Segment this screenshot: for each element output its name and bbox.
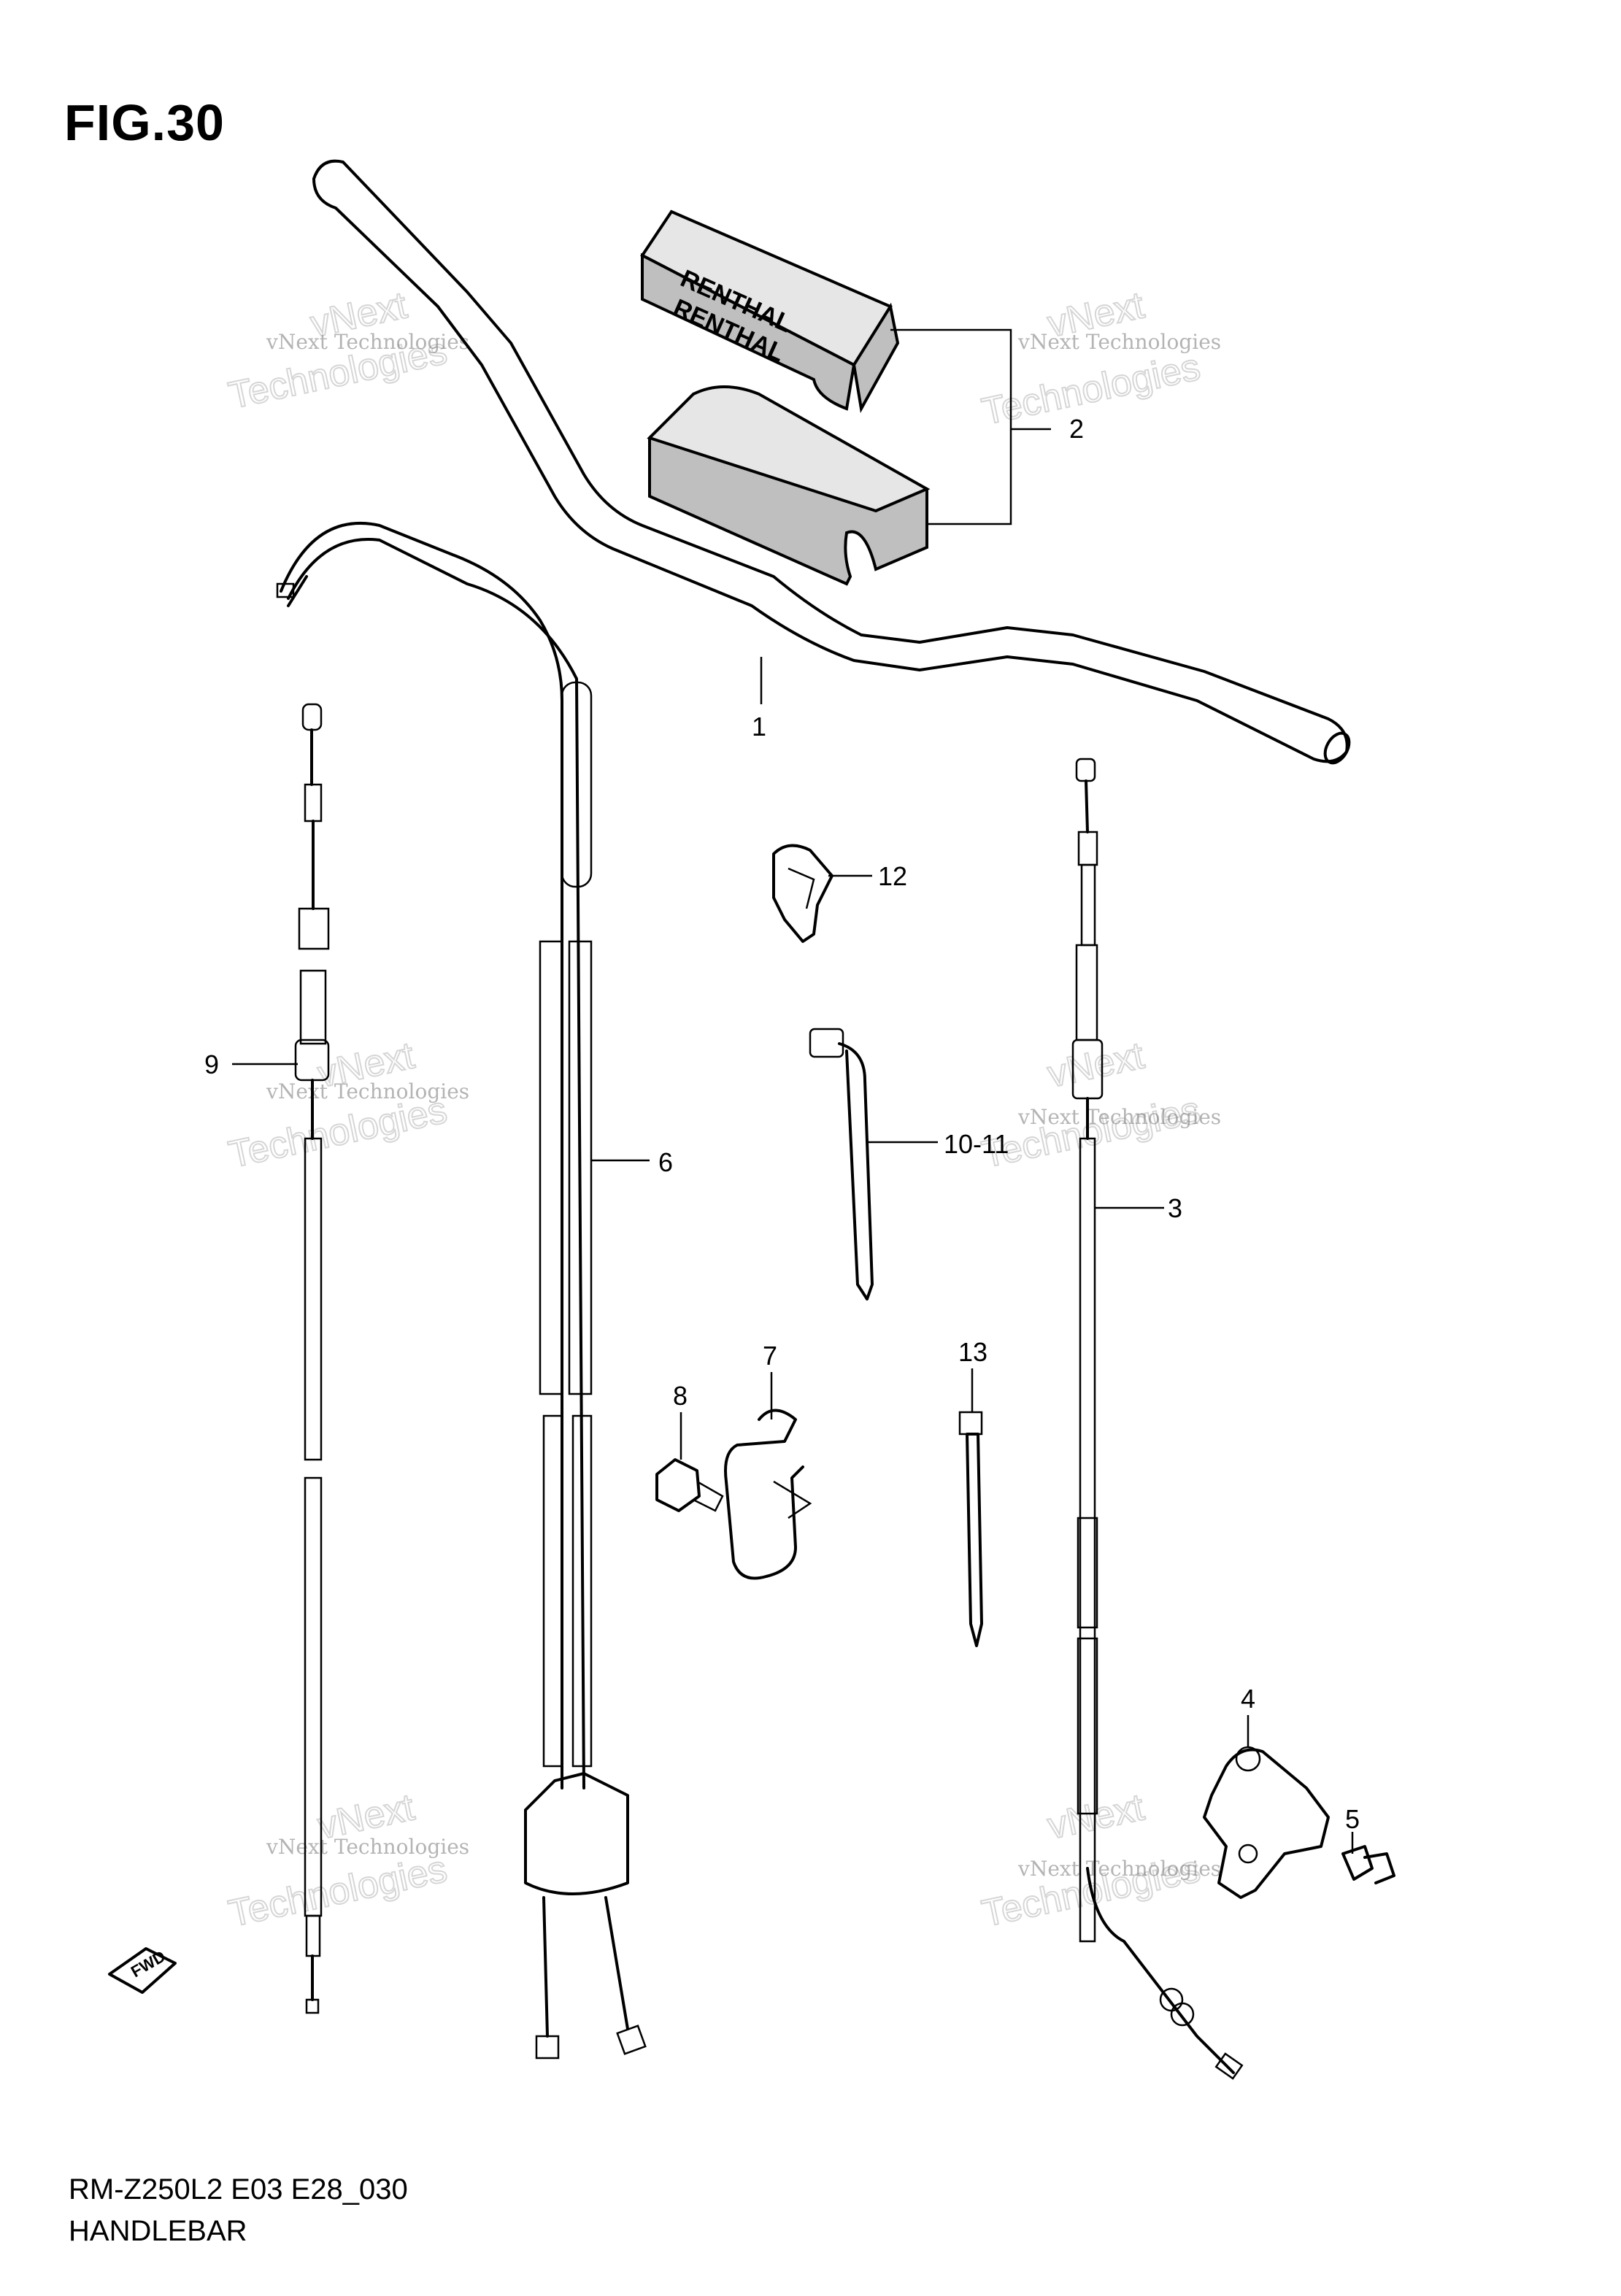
handlebar-pad[interactable]: RENTHAL RENTHAL: [640, 209, 931, 586]
watermark-big-text: Technologies: [978, 346, 1204, 434]
watermark-big-text: vNext: [1044, 1034, 1148, 1095]
clutch-cable[interactable]: [1071, 758, 1244, 2080]
watermark-big-text: Technologies: [225, 1848, 450, 1935]
bracket-4[interactable]: [1203, 1746, 1330, 1899]
callout-3: 3: [1168, 1193, 1182, 1223]
clamp[interactable]: [772, 844, 833, 943]
bolt-8[interactable]: [655, 1458, 724, 1512]
watermark-mid-right: Technologies vNext vNext Technologies: [977, 1033, 1221, 1176]
callout-8: 8: [673, 1381, 688, 1411]
watermark-top-left: Technologies vNext vNext Technologies: [224, 283, 469, 417]
watermark-small-text: vNext Technologies: [1017, 1105, 1221, 1129]
watermark-bottom-left: Technologies vNext vNext Technologies: [224, 1785, 469, 1935]
watermark-small-text: vNext Technologies: [266, 1835, 469, 1859]
bolt-5[interactable]: [1341, 1845, 1395, 1884]
watermark-small-text: vNext Technologies: [266, 330, 469, 354]
watermark-top-right: Technologies vNext vNext Technologies: [977, 283, 1221, 434]
callout-12: 12: [878, 861, 907, 891]
section-name: HANDLEBAR: [69, 2215, 247, 2247]
bracket-lead-2: [890, 328, 1012, 525]
watermark-mid-left: Technologies vNext vNext Technologies: [224, 1033, 469, 1176]
cable-band-13[interactable]: [958, 1411, 983, 1647]
callout-7: 7: [763, 1341, 777, 1371]
watermark-small-text: vNext Technologies: [1017, 1857, 1221, 1881]
cable-9[interactable]: [294, 703, 330, 2014]
callout-1: 1: [752, 712, 766, 741]
callout-10-11: 10-11: [944, 1129, 1009, 1159]
watermark-small-text: vNext Technologies: [266, 1079, 469, 1103]
watermark-big-text: vNext: [1044, 1786, 1148, 1847]
handlebar[interactable]: [312, 159, 1354, 767]
callout-5: 5: [1345, 1804, 1360, 1834]
watermark-big-text: Technologies: [978, 1089, 1204, 1176]
watermark-small-text: vNext Technologies: [1017, 330, 1221, 354]
callout-4: 4: [1241, 1684, 1255, 1714]
callout-13: 13: [958, 1337, 987, 1367]
throttle-cable[interactable]: [276, 521, 647, 2060]
figure-title: FIG.30: [64, 94, 225, 151]
callout-9: 9: [204, 1049, 219, 1079]
callout-2: 2: [1069, 414, 1084, 444]
callout-6: 6: [658, 1147, 673, 1177]
cable-tie-10-11[interactable]: [809, 1028, 874, 1301]
forward-arrow-icon: FWD: [108, 1947, 177, 1994]
model-code: RM-Z250L2 E03 E28_030: [69, 2173, 408, 2206]
cable-guide-7[interactable]: [724, 1409, 812, 1580]
